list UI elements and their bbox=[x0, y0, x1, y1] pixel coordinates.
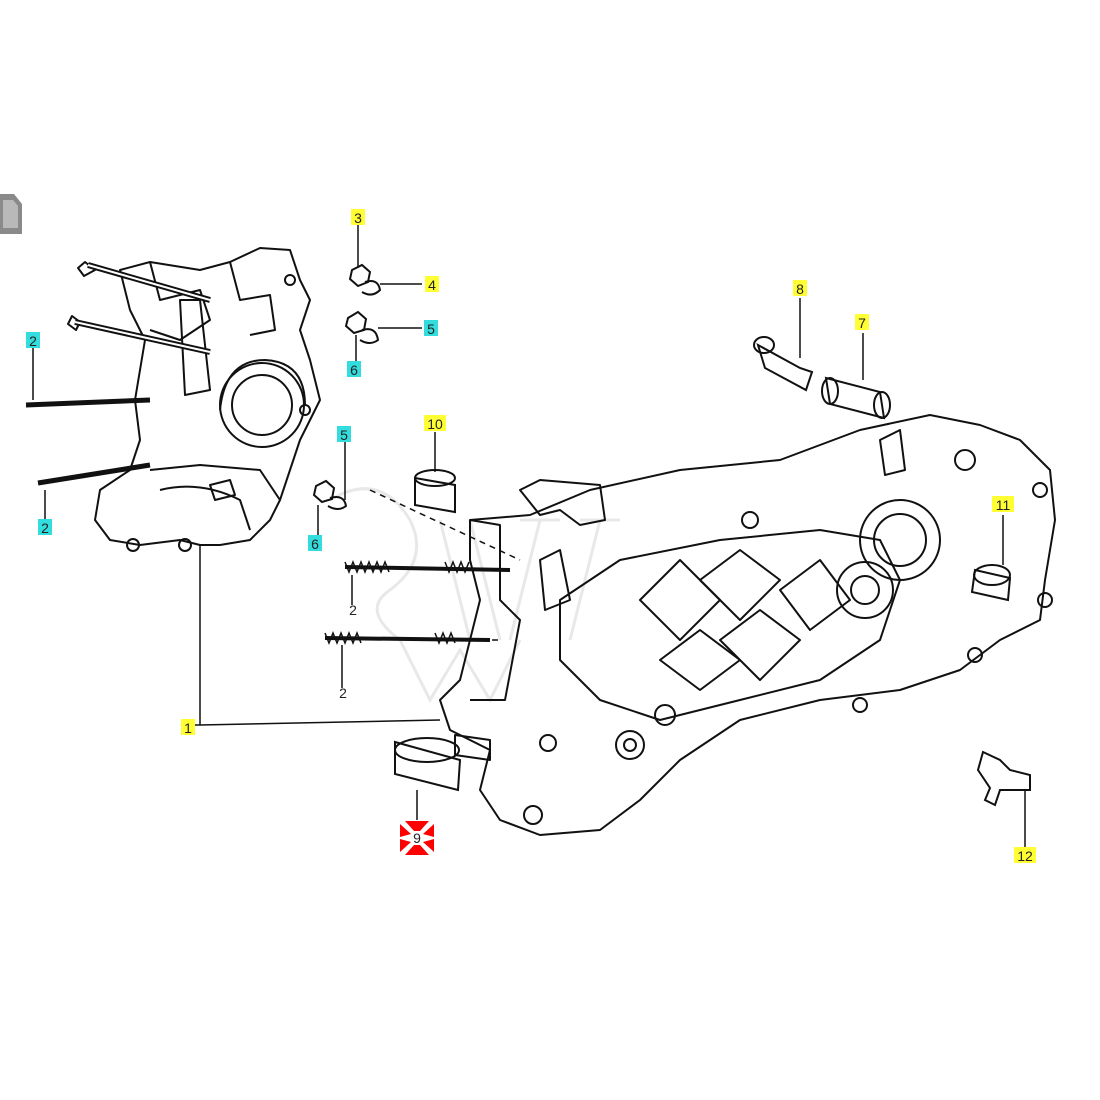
bolts-and-studs bbox=[25, 262, 511, 646]
left-crankcase-half bbox=[67, 247, 321, 552]
callout-highlight bbox=[425, 276, 439, 292]
leader-lines bbox=[32, 225, 1026, 850]
callout-number: 9 bbox=[413, 830, 421, 846]
callout-number: 5 bbox=[340, 427, 348, 443]
callout-c2a[interactable]: 2 bbox=[26, 332, 40, 349]
callout-c11[interactable]: 11 bbox=[992, 496, 1014, 513]
callout-c7[interactable]: 7 bbox=[855, 314, 869, 331]
callout-number: 1 bbox=[184, 720, 192, 736]
callout-highlight bbox=[38, 519, 52, 535]
callout-number: 6 bbox=[311, 536, 319, 552]
callout-c2c[interactable]: 2 bbox=[349, 602, 357, 618]
callout-number: 8 bbox=[796, 281, 804, 297]
callout-number: 6 bbox=[350, 362, 358, 378]
callout-highlight bbox=[424, 320, 438, 336]
callout-c6a[interactable]: 6 bbox=[347, 361, 361, 378]
callout-c5b[interactable]: 5 bbox=[337, 426, 351, 443]
callout-c2b[interactable]: 2 bbox=[38, 519, 52, 536]
callout-highlight bbox=[855, 314, 869, 330]
nuts-and-clips bbox=[312, 263, 382, 510]
callout-number: 2 bbox=[41, 520, 49, 536]
callout-c1[interactable]: 1 bbox=[181, 719, 195, 736]
callout-c6b[interactable]: 6 bbox=[308, 535, 322, 552]
callout-number: 2 bbox=[339, 685, 347, 701]
corner-tab-icon bbox=[0, 190, 22, 238]
watermark bbox=[329, 487, 620, 704]
callout-highlight bbox=[992, 496, 1014, 512]
callout-highlight bbox=[351, 209, 365, 225]
callout-number: 2 bbox=[349, 602, 357, 618]
callout-number: 4 bbox=[428, 277, 436, 293]
callout-number: 2 bbox=[29, 333, 37, 349]
selected-marker-icon bbox=[400, 821, 434, 855]
callout-c9[interactable]: 9 bbox=[400, 821, 434, 855]
main-crankcase-half bbox=[439, 414, 1056, 836]
callout-c2d[interactable]: 2 bbox=[339, 685, 347, 701]
callout-highlight bbox=[793, 280, 807, 296]
callout-number: 10 bbox=[427, 416, 443, 432]
callout-highlight bbox=[26, 332, 40, 348]
callout-number: 7 bbox=[858, 315, 866, 331]
callout-highlight bbox=[308, 535, 322, 551]
callout-c3[interactable]: 3 bbox=[351, 209, 365, 226]
callout-number: 11 bbox=[996, 497, 1011, 513]
callout-number: 5 bbox=[427, 321, 435, 337]
callout-c8[interactable]: 8 bbox=[793, 280, 807, 297]
callout-highlight bbox=[347, 361, 361, 377]
bushings bbox=[394, 336, 1031, 807]
callout-c10[interactable]: 10 bbox=[424, 415, 446, 432]
callout-highlight bbox=[1014, 847, 1036, 863]
callout-highlight bbox=[424, 415, 446, 431]
callout-highlight bbox=[337, 426, 351, 442]
callout-number: 3 bbox=[354, 210, 362, 226]
callout-number: 12 bbox=[1017, 848, 1033, 864]
callout-c4[interactable]: 4 bbox=[425, 276, 439, 293]
callout-c12[interactable]: 12 bbox=[1014, 847, 1036, 864]
callout-highlight bbox=[181, 719, 195, 735]
callout-c5a[interactable]: 5 bbox=[424, 320, 438, 337]
